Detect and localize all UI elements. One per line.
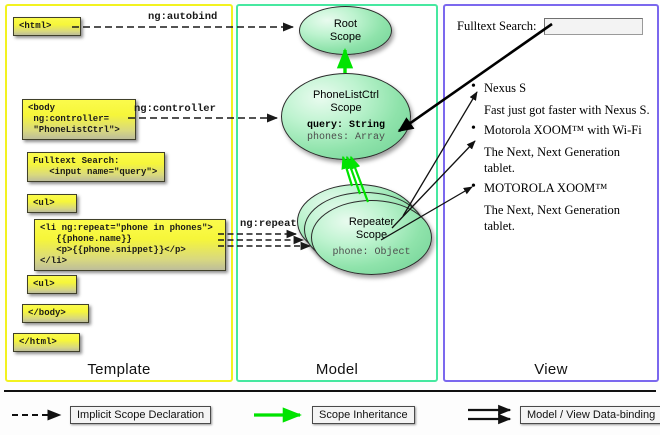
list-item: Nexus S Fast just got faster with Nexus … — [470, 79, 650, 118]
code-box-ul-open: <ul> — [27, 194, 77, 213]
scope-root-title: Root Scope — [329, 17, 362, 43]
phone-snippet: Fast just got faster with Nexus S. — [484, 103, 650, 117]
prop-phones: phones: Array — [306, 132, 385, 143]
code-box-html-close: </html> — [13, 333, 80, 352]
phone-name: Nexus S — [470, 79, 650, 96]
edge-label-ng-controller: ng:controller — [134, 103, 216, 115]
code-box-li-repeat: <li ng:repeat="phone in phones"> {{phone… — [34, 219, 226, 271]
scope-repeater-props: phone: Object — [332, 247, 411, 258]
code-box-html-open: <html> — [13, 17, 81, 36]
green-arrow-icon — [254, 407, 302, 423]
scope-phonelistctrl-title: PhoneListCtrl Scope — [312, 89, 380, 114]
list-item: MOTOROLA XOOM™ The Next, Next Generation… — [470, 179, 650, 234]
scope-repeater-title: Repeater Scope — [348, 216, 395, 241]
column-label-template: Template — [87, 361, 151, 378]
legend-label: Scope Inheritance — [312, 406, 415, 424]
scope-phonelistctrl: PhoneListCtrl Scope query: String phones… — [281, 73, 411, 160]
view-phone-list: Nexus S Fast just got faster with Nexus … — [470, 79, 650, 238]
column-label-model: Model — [315, 361, 359, 378]
dashed-arrow-icon — [12, 409, 62, 421]
legend-label: Model / View Data-binding — [520, 406, 660, 424]
code-box-ul-close: <ul> — [27, 275, 77, 294]
view-panel: Fulltext Search: Nexus S Fast just got f… — [443, 4, 655, 378]
code-box-body-close: </body> — [22, 304, 89, 323]
phone-snippet: The Next, Next Generation tablet. — [484, 203, 621, 233]
column-template: Template — [5, 4, 233, 382]
scope-root: Root Scope — [299, 6, 392, 55]
edge-label-ng-autobind: ng:autobind — [148, 11, 218, 23]
phone-name: MOTOROLA XOOM™ — [470, 179, 650, 196]
view-search-input[interactable] — [543, 18, 643, 35]
view-search-row: Fulltext Search: — [457, 18, 643, 35]
phone-name: Motorola XOOM™ with Wi-Fi — [470, 121, 650, 138]
code-box-body-open: <body ng:controller= "PhoneListCtrl"> — [22, 99, 136, 140]
column-label-view: View — [534, 361, 568, 378]
legend-scope-inheritance: Scope Inheritance — [252, 404, 415, 426]
legend-model-view-data-binding: Model / View Data-binding — [466, 404, 660, 426]
view-search-label: Fulltext Search: — [457, 19, 537, 33]
scope-repeater: Repeater Scope phone: Object — [311, 200, 432, 275]
double-arrow-icon — [468, 404, 512, 425]
code-box-fulltext-search: Fulltext Search: <input name="query"> — [27, 152, 165, 182]
prop-query: query: String — [306, 120, 385, 131]
legend-label: Implicit Scope Declaration — [70, 406, 212, 424]
edge-label-ng-repeat: ng:repeat — [240, 218, 297, 230]
list-item: Motorola XOOM™ with Wi-Fi The Next, Next… — [470, 121, 650, 176]
phone-snippet: The Next, Next Generation tablet. — [484, 145, 621, 175]
legend-implicit-scope-declaration: Implicit Scope Declaration — [10, 404, 212, 426]
scope-phonelistctrl-props: query: String phones: Array — [307, 120, 385, 144]
legend-divider — [4, 390, 656, 392]
